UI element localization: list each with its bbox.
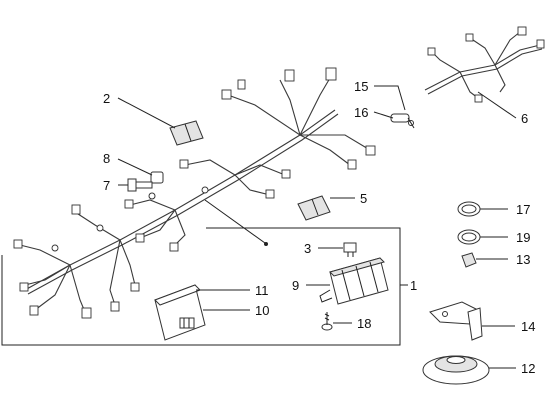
leader-16 xyxy=(373,111,394,119)
group-bracket-frame xyxy=(1,227,401,346)
part-17-clamp xyxy=(457,201,481,217)
callout-8: 8 xyxy=(103,151,110,166)
part-10-11-control-unit xyxy=(154,284,206,341)
callout-10: 10 xyxy=(255,303,269,318)
main-wiring-harness xyxy=(13,67,376,319)
callout-7: 7 xyxy=(103,178,110,193)
callout-15: 15 xyxy=(354,79,368,94)
callout-5: 5 xyxy=(360,191,367,206)
part-9-fuse-box xyxy=(319,257,389,305)
callout-16: 16 xyxy=(354,105,368,120)
part-18-screw xyxy=(321,312,333,331)
callout-6: 6 xyxy=(521,111,528,126)
part-5-connector-block xyxy=(297,195,331,221)
part-13-clip xyxy=(461,252,477,268)
callout-2: 2 xyxy=(103,91,110,106)
part-19-clamp xyxy=(457,229,481,245)
callout-11: 11 xyxy=(255,283,269,298)
callout-9: 9 xyxy=(292,278,299,293)
part-14-bracket xyxy=(429,301,483,341)
part-6-sub-harness xyxy=(424,26,545,103)
callout-17: 17 xyxy=(516,202,530,217)
callout-14: 14 xyxy=(521,319,535,334)
callout-19: 19 xyxy=(516,230,530,245)
part-8-grommet xyxy=(150,171,164,184)
part-3-fuse xyxy=(343,242,357,257)
leader-15 xyxy=(374,85,406,111)
leader-2 xyxy=(117,97,176,129)
part-15-16-sensor xyxy=(390,113,415,129)
callout-13: 13 xyxy=(516,252,530,267)
leader-harness xyxy=(204,199,266,244)
part-7-bolt xyxy=(127,178,156,200)
part-2-connector-block xyxy=(169,120,204,146)
leader-8 xyxy=(117,158,153,176)
leader-6 xyxy=(477,91,517,119)
part-12-disc xyxy=(422,355,490,385)
callout-18: 18 xyxy=(357,316,371,331)
leader-dot xyxy=(264,242,268,246)
callout-12: 12 xyxy=(521,361,535,376)
callout-3: 3 xyxy=(304,241,311,256)
callout-1: 1 xyxy=(410,278,417,293)
